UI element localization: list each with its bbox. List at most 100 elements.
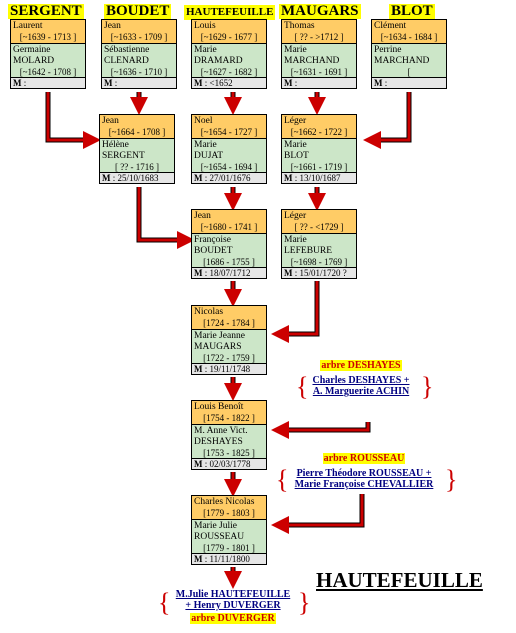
- marriage-line: M :: [372, 78, 446, 88]
- wife-first-name: Marie: [194, 45, 217, 55]
- surname-blot: BLOT: [389, 3, 435, 19]
- wife-first-name: Marie: [284, 235, 307, 245]
- rousseau-parent-1-link[interactable]: Pierre Théodore ROUSSEAU +: [296, 468, 432, 479]
- surname-maugars: MAUGARS: [279, 3, 361, 19]
- deshayes-parent-1-link[interactable]: Charles DESHAYES +: [312, 375, 410, 386]
- rousseau-left-brace: {: [276, 465, 289, 494]
- deshayes-tree-link[interactable]: arbre DESHAYES: [320, 360, 402, 371]
- marriage-line: M : 02/03/1778: [192, 459, 266, 469]
- arrow-blot: [363, 92, 411, 149]
- wife-surname: DESHAYES: [194, 437, 243, 447]
- wife-first-name: Marie Julie: [194, 521, 238, 531]
- surname-hautefeuille: HAUTEFEUILLE: [184, 5, 276, 20]
- wife-surname: MAUGARS: [194, 342, 242, 352]
- marriage-line: M : 18/07/1712: [192, 268, 266, 278]
- surname-boudet: BOUDET: [104, 3, 172, 19]
- surname-sergent: SERGENT: [8, 3, 84, 19]
- wife-surname: LEFEBURE: [284, 246, 333, 256]
- duverger-left-brace: {: [158, 588, 171, 617]
- marriage-line: M : 25/10/1683: [100, 173, 174, 183]
- husband-name: Jean: [102, 116, 119, 126]
- marriage-line: M : <1652: [192, 78, 266, 88]
- duverger-right-brace: }: [298, 588, 311, 617]
- child-couple-line-2-link[interactable]: + Henry DUVERGER: [185, 600, 281, 611]
- marriage-line: M : 27/01/1676: [192, 173, 266, 183]
- husband-name: Louis Benoît: [194, 402, 244, 412]
- husband-dates: [ ?? - >1712 ]: [294, 32, 344, 42]
- deshayes-parent-2-link[interactable]: A. Marguerite ACHIN: [312, 386, 410, 397]
- husband-dates: [~1629 - 1677 ]: [200, 32, 258, 42]
- wife-dates: [1753 - 1825 ]: [203, 448, 255, 458]
- wife-dates: [~1698 - 1769 ]: [290, 257, 348, 267]
- rousseau-parent-2-link[interactable]: Marie Françoise CHEVALLIER: [294, 479, 434, 490]
- husband-name: Thomas: [284, 21, 315, 31]
- husband-name: Charles Nicolas: [194, 497, 255, 507]
- husband-name: Léger: [284, 116, 307, 126]
- wife-dates: [~1631 - 1691 ]: [290, 67, 348, 77]
- wife-surname: DRAMARD: [194, 56, 243, 66]
- husband-name: Louis: [194, 21, 216, 31]
- wife-dates: [~1636 - 1710 ]: [110, 67, 168, 77]
- arrow-sergent: [46, 92, 101, 149]
- marriage-line: M :: [282, 78, 356, 88]
- husband-name: Jean: [104, 21, 121, 31]
- wife-surname: MARCHAND: [284, 56, 340, 66]
- arrow-gen3-leger: [271, 281, 319, 343]
- wife-dates: [: [407, 67, 411, 77]
- husband-name: Léger: [284, 211, 307, 221]
- wife-first-name: Sébastienne: [104, 45, 150, 55]
- husband-dates: [~1654 - 1727 ]: [200, 127, 258, 137]
- couple-card-deshayes[interactable]: Louis Benoît[1754 - 1822 ] M. Anne Vict.…: [191, 400, 267, 470]
- husband-name: Clément: [374, 21, 407, 31]
- marriage-line: M :: [102, 78, 176, 88]
- marriage-line: M : 11/11/1800: [192, 554, 266, 564]
- husband-dates: [~1664 - 1708 ]: [108, 127, 166, 137]
- wife-first-name: Françoise: [194, 235, 231, 245]
- husband-dates: [1724 - 1784 ]: [203, 318, 255, 328]
- arrow-rousseau: [271, 494, 364, 534]
- husband-name: Laurent: [13, 21, 43, 31]
- wife-surname: BLOT: [284, 151, 309, 161]
- page-title: HAUTEFEUILLE: [316, 568, 483, 592]
- husband-dates: [~1633 - 1709 ]: [110, 32, 168, 42]
- wife-first-name: Germaine: [13, 45, 51, 55]
- wife-dates: [~1654 - 1694 ]: [200, 162, 258, 172]
- couple-card-rousseau[interactable]: Charles Nicolas[1779 - 1803 ] Marie Juli…: [191, 495, 267, 565]
- wife-dates: [~1627 - 1682 ]: [200, 67, 258, 77]
- husband-dates: [~1639 - 1713 ]: [19, 32, 77, 42]
- rousseau-tree-link[interactable]: arbre ROUSSEAU: [322, 453, 406, 464]
- wife-dates: [1686 - 1755 ]: [203, 257, 255, 267]
- wife-first-name: Marie Jeanne: [194, 331, 245, 341]
- wife-dates: [ ?? - 1716 ]: [115, 162, 159, 172]
- deshayes-tree-box: arbre DESHAYES Charles DESHAYES + A. Mar…: [296, 360, 426, 397]
- wife-surname: CLENARD: [104, 56, 149, 66]
- husband-dates: [ ?? - <1729 ]: [294, 222, 344, 232]
- wife-surname: ROUSSEAU: [194, 532, 245, 542]
- wife-dates: [~1642 - 1708 ]: [19, 67, 77, 77]
- deshayes-left-brace: {: [296, 372, 309, 401]
- duverger-tree-link[interactable]: arbre DUVERGER: [190, 613, 276, 624]
- husband-name: Noel: [194, 116, 213, 126]
- duverger-box: M.Julie HAUTEFEUILLE + Henry DUVERGER ar…: [162, 589, 304, 624]
- marriage-line: M : 15/01/1720 ?: [282, 268, 356, 278]
- child-couple-line-1-link[interactable]: M.Julie HAUTEFEUILLE: [175, 589, 291, 600]
- husband-dates: [~1662 - 1722 ]: [290, 127, 348, 137]
- husband-name: Nicolas: [194, 307, 224, 317]
- wife-first-name: Marie: [284, 45, 307, 55]
- marriage-line: M :: [11, 78, 85, 88]
- husband-dates: [1779 - 1803 ]: [203, 508, 255, 518]
- deshayes-right-brace: }: [421, 372, 434, 401]
- arrow-gen2-jean: [137, 187, 195, 249]
